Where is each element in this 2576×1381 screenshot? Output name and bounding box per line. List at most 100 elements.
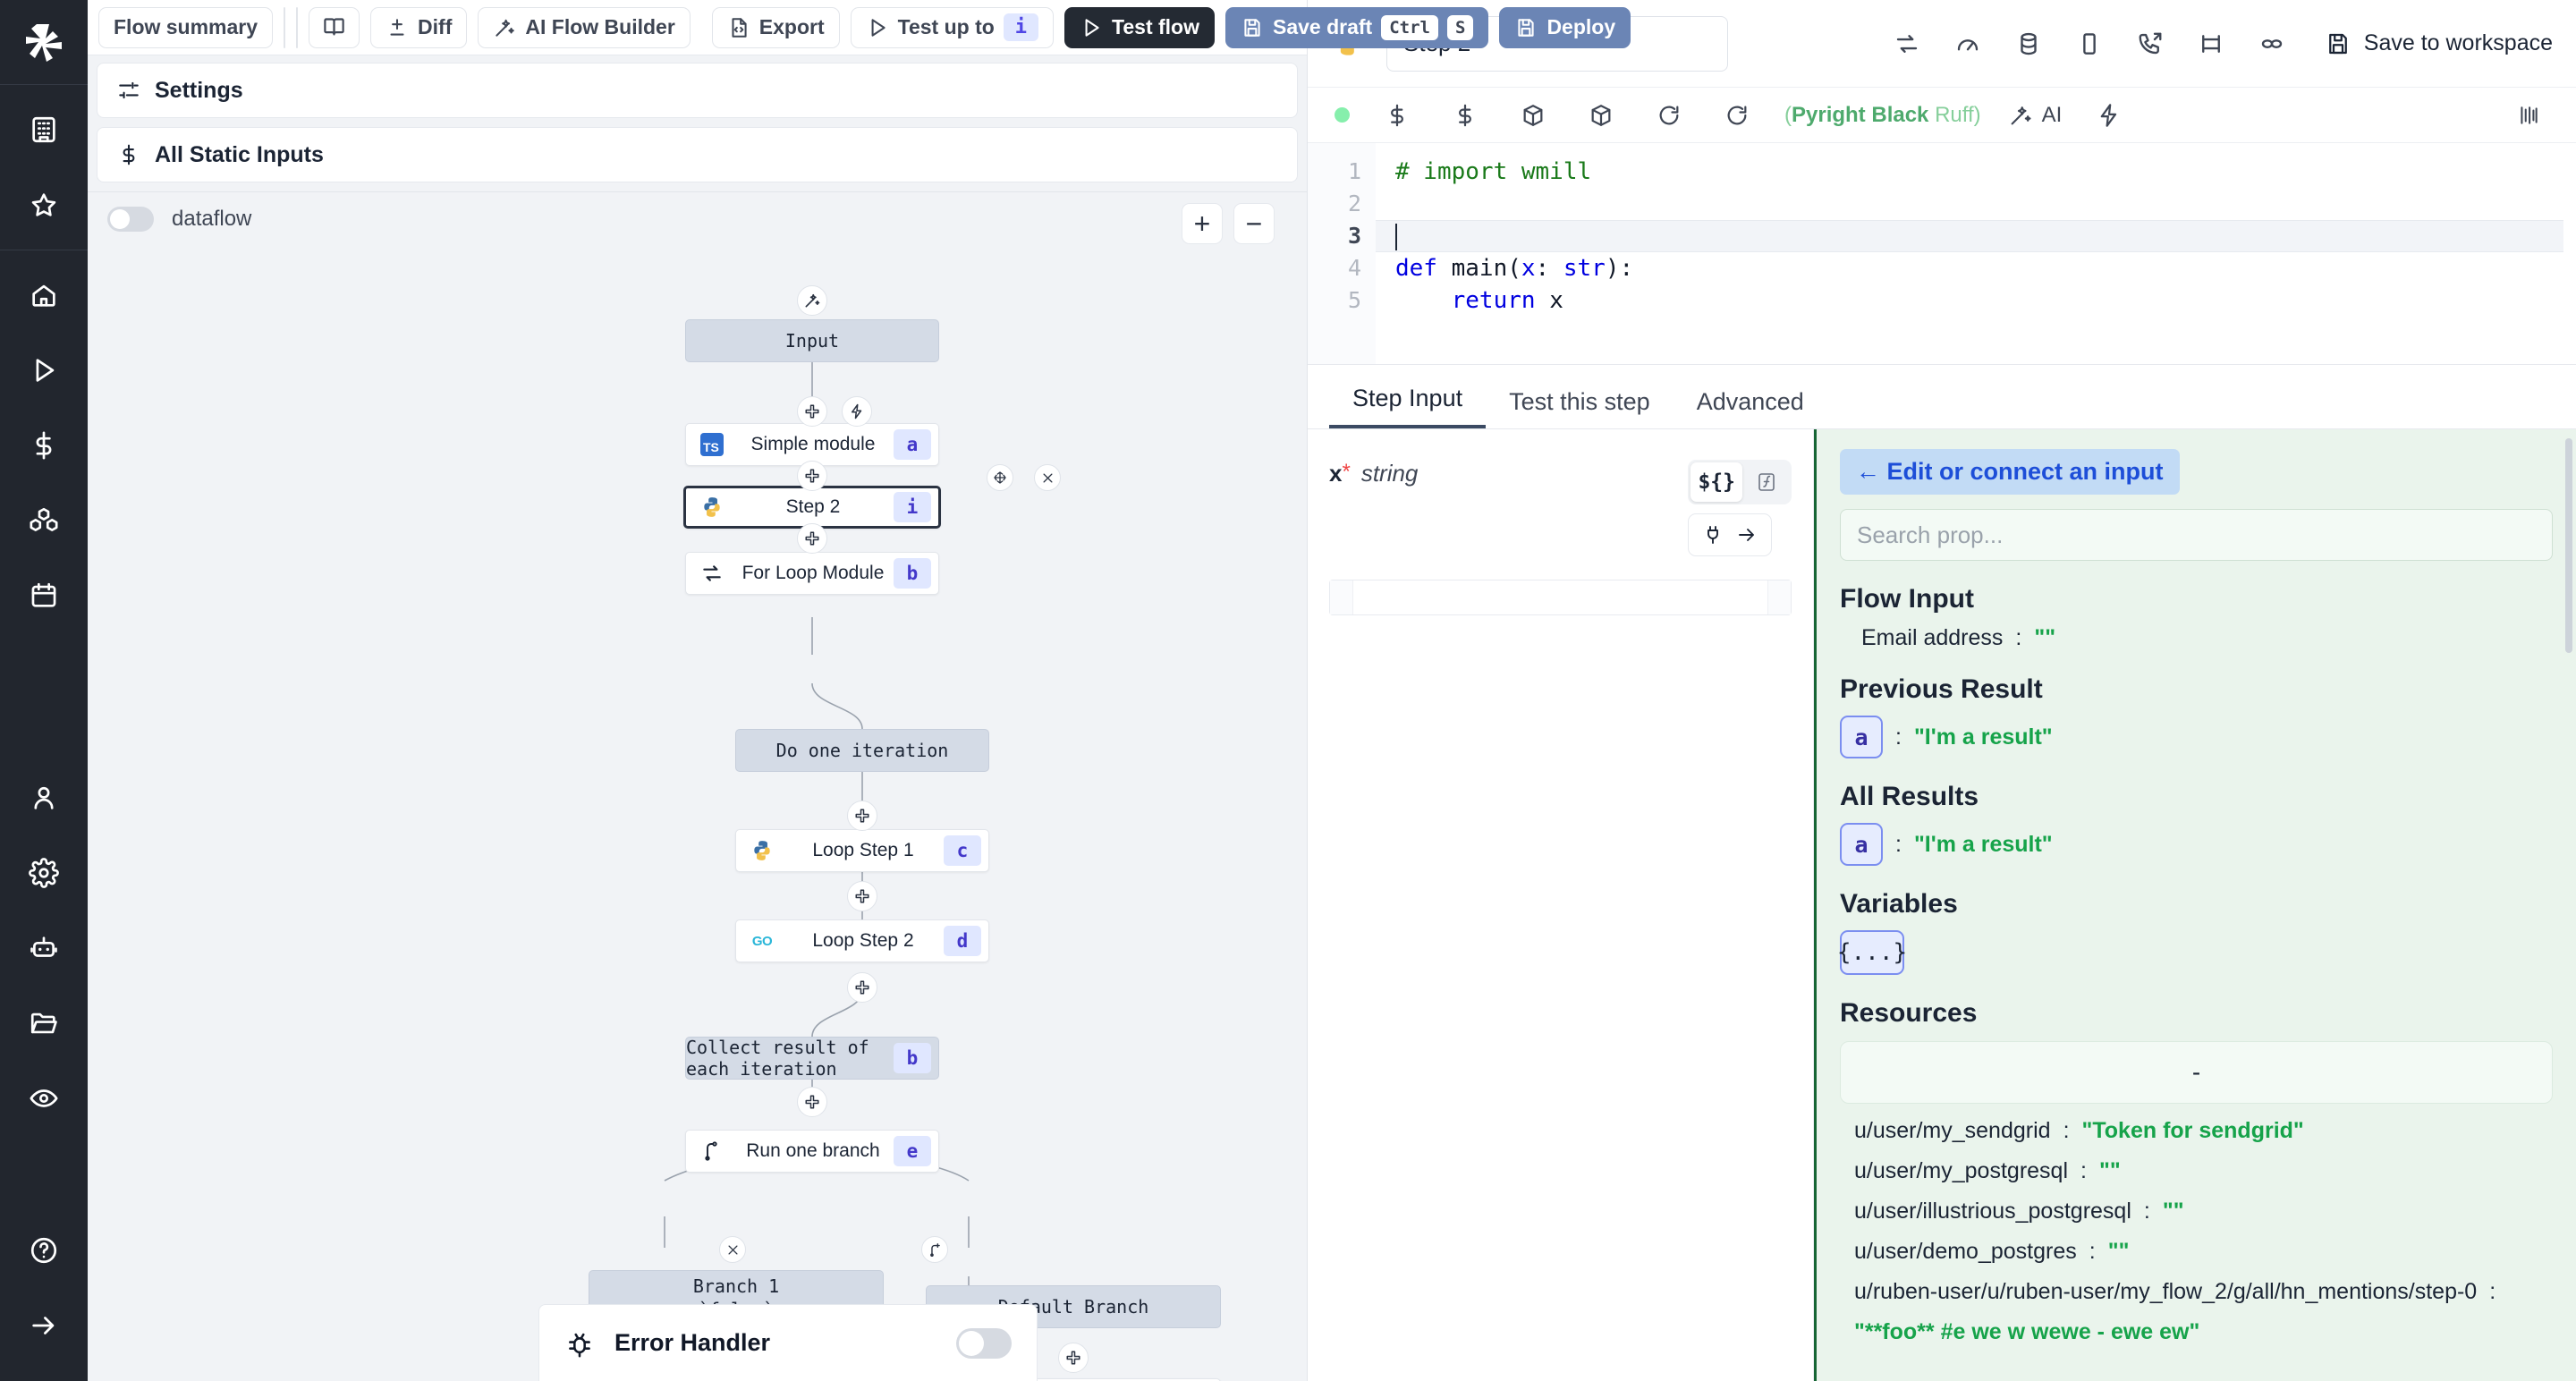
error-handler-bar[interactable]: Error Handler bbox=[538, 1304, 1038, 1381]
speed-icon[interactable] bbox=[1947, 23, 1988, 64]
ai-assist-button[interactable]: AI bbox=[2008, 103, 2062, 128]
insert-node-button[interactable] bbox=[797, 396, 827, 427]
add-branch-button[interactable] bbox=[921, 1236, 948, 1263]
mode-template-button[interactable]: ${} bbox=[1690, 462, 1742, 502]
zoom-in-button[interactable]: + bbox=[1182, 203, 1223, 244]
typescript-icon: TS bbox=[691, 433, 733, 456]
dollar-icon[interactable] bbox=[1445, 95, 1486, 136]
flow-graph[interactable]: dataflow + − bbox=[88, 192, 1307, 1381]
undo-icon[interactable] bbox=[284, 8, 285, 47]
insert-node-button[interactable] bbox=[797, 523, 827, 554]
ai-node-button[interactable] bbox=[797, 285, 827, 316]
user-icon[interactable] bbox=[19, 773, 69, 823]
package-icon[interactable] bbox=[1580, 95, 1622, 136]
package-icon[interactable] bbox=[1513, 95, 1554, 136]
link-icon[interactable] bbox=[2251, 23, 2292, 64]
insert-node-button[interactable] bbox=[847, 881, 877, 911]
connect-input-button[interactable] bbox=[1688, 513, 1773, 556]
resource-row[interactable]: u/user/my_sendgrid : "Token for sendgrid… bbox=[1840, 1118, 2553, 1144]
resource-row[interactable]: u/user/illustrious_postgresql : "" bbox=[1840, 1199, 2553, 1224]
docs-button[interactable] bbox=[309, 6, 360, 48]
insert-node-button[interactable] bbox=[1058, 1343, 1089, 1373]
insert-node-button[interactable] bbox=[847, 801, 877, 831]
eye-icon[interactable] bbox=[19, 1073, 69, 1123]
variables-badge[interactable]: {...} bbox=[1837, 930, 1907, 975]
panel-divider bbox=[88, 191, 1307, 192]
insert-node-button[interactable] bbox=[797, 1087, 827, 1117]
delete-node-button[interactable] bbox=[1034, 464, 1061, 491]
resource-row[interactable]: u/user/my_postgresql : "" bbox=[1840, 1158, 2553, 1184]
code-text[interactable]: # import wmill def main(x: str): return … bbox=[1376, 143, 2576, 364]
move-node-handle[interactable] bbox=[987, 464, 1013, 491]
tab-step-input[interactable]: Step Input bbox=[1329, 385, 1487, 428]
home-icon[interactable] bbox=[19, 270, 69, 320]
gear-icon[interactable] bbox=[19, 848, 69, 898]
previous-result-row[interactable]: a : "I'm a result" bbox=[1840, 716, 2553, 758]
linter-black: Black bbox=[1871, 102, 1929, 127]
panel-scrollbar-thumb[interactable] bbox=[2565, 438, 2572, 653]
resource-row[interactable]: u/user/demo_postgres : "" bbox=[1840, 1239, 2553, 1265]
loop-icon[interactable] bbox=[1886, 23, 1928, 64]
folder-open-icon[interactable] bbox=[19, 998, 69, 1048]
play-icon[interactable] bbox=[19, 345, 69, 395]
mode-function-button[interactable] bbox=[1744, 462, 1789, 502]
flow-node-simple-module[interactable]: TS Simple module a bbox=[685, 423, 939, 466]
export-button[interactable]: Export bbox=[711, 6, 840, 48]
save-to-workspace-button[interactable]: Save to workspace bbox=[2325, 30, 2553, 57]
resource-row[interactable]: u/ruben-user/u/ruben-user/my_flow_2/g/al… bbox=[1840, 1279, 2553, 1305]
refresh-icon[interactable] bbox=[1716, 95, 1758, 136]
search-prop-input[interactable] bbox=[1840, 509, 2553, 561]
tab-test-this-step[interactable]: Test this step bbox=[1509, 388, 1650, 415]
resources-empty-slot[interactable]: - bbox=[1840, 1041, 2553, 1104]
code-editor[interactable]: 1 2 3 4 5 # import wmill def main(x: str… bbox=[1308, 143, 2576, 365]
minimap-icon[interactable] bbox=[2508, 95, 2549, 136]
save-draft-button[interactable]: Save draft Ctrl S bbox=[1225, 6, 1489, 48]
flow-node-for-loop[interactable]: For Loop Module b bbox=[685, 552, 939, 595]
column-icon[interactable] bbox=[2190, 23, 2232, 64]
insert-node-button[interactable] bbox=[797, 461, 827, 491]
cubes-icon[interactable] bbox=[19, 496, 69, 546]
insert-trigger-button[interactable] bbox=[842, 396, 872, 427]
flow-node-loop-step-2[interactable]: GO Loop Step 2 d bbox=[735, 919, 989, 962]
calendar-icon[interactable] bbox=[19, 571, 69, 621]
path-field-group[interactable]: Path u/henri/best_known bbox=[296, 6, 299, 48]
square-icon[interactable] bbox=[2069, 23, 2110, 64]
resource-row[interactable]: "**foo** #e we w wewe - ewe ew" bbox=[1840, 1319, 2553, 1345]
flow-node-loop-step-1[interactable]: Loop Step 1 c bbox=[735, 829, 989, 872]
arrow-right-icon[interactable] bbox=[19, 1301, 69, 1351]
flow-input-row[interactable]: Email address : "" bbox=[1840, 625, 2553, 651]
all-results-row[interactable]: a : "I'm a result" bbox=[1840, 823, 2553, 866]
building-icon[interactable] bbox=[19, 105, 69, 155]
refresh-icon[interactable] bbox=[1648, 95, 1690, 136]
flow-node-run-one-branch[interactable]: Run one branch e bbox=[685, 1130, 939, 1173]
dataflow-toggle[interactable] bbox=[107, 207, 154, 232]
robot-icon[interactable] bbox=[19, 923, 69, 973]
deploy-button[interactable]: Deploy bbox=[1499, 6, 1631, 48]
zoom-out-button[interactable]: − bbox=[1233, 203, 1275, 244]
error-handler-toggle[interactable] bbox=[956, 1327, 1012, 1359]
lightning-icon[interactable] bbox=[2089, 95, 2130, 136]
flow-node-do-one-iteration[interactable]: Do one iteration bbox=[735, 729, 989, 772]
diff-button[interactable]: Diff bbox=[370, 6, 468, 48]
dollar-icon[interactable] bbox=[1377, 95, 1418, 136]
all-static-inputs-accordion[interactable]: All Static Inputs bbox=[97, 127, 1298, 182]
edit-or-connect-button[interactable]: ← Edit or connect an input bbox=[1840, 449, 2180, 495]
flow-node-step-2[interactable]: Step 2 i bbox=[683, 486, 941, 529]
flow-node-input[interactable]: Input bbox=[685, 319, 939, 362]
test-flow-button[interactable]: Test flow bbox=[1064, 6, 1215, 48]
star-icon[interactable] bbox=[19, 180, 69, 230]
ai-flow-builder-button[interactable]: AI Flow Builder bbox=[478, 6, 691, 48]
arg-value-field[interactable] bbox=[1329, 580, 1792, 615]
question-icon[interactable] bbox=[19, 1225, 69, 1275]
delete-branch-button[interactable] bbox=[719, 1236, 746, 1263]
settings-accordion[interactable]: Settings bbox=[97, 63, 1298, 118]
tab-advanced[interactable]: Advanced bbox=[1696, 388, 1804, 415]
insert-node-button[interactable] bbox=[847, 972, 877, 1003]
dollar-icon[interactable] bbox=[19, 420, 69, 470]
flow-node-collect-result[interactable]: Collect result of each iteration b bbox=[685, 1037, 939, 1080]
phone-icon[interactable] bbox=[2130, 23, 2171, 64]
database-icon[interactable] bbox=[2008, 23, 2049, 64]
test-up-to-button[interactable]: Test up to i bbox=[850, 6, 1055, 48]
flow-summary-button[interactable]: Flow summary bbox=[98, 6, 274, 48]
app-logo[interactable] bbox=[0, 0, 88, 84]
